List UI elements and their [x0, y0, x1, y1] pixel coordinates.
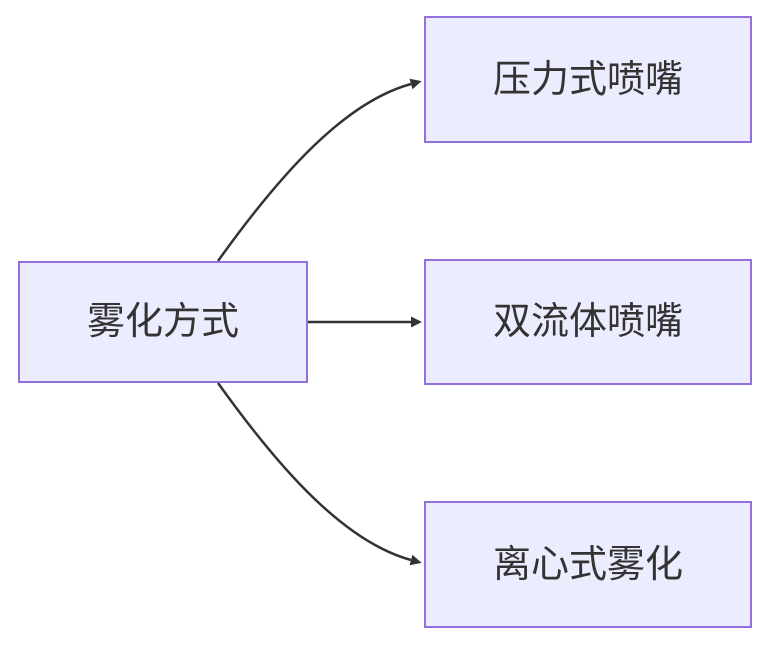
node-label: 离心式雾化 — [492, 543, 683, 586]
node-label: 双流体喷嘴 — [492, 301, 683, 343]
edge-root-to-pressure-nozzle — [216, 78, 422, 262]
node-two-fluid-nozzle: 双流体喷嘴 — [424, 259, 752, 385]
node-centrifugal-atomization: 离心式雾化 — [424, 501, 752, 628]
edge-root-to-centrifugal-atomization — [216, 382, 422, 566]
node-atomization-method: 雾化方式 — [18, 261, 308, 383]
node-pressure-nozzle: 压力式喷嘴 — [424, 16, 752, 143]
node-label: 压力式喷嘴 — [492, 58, 683, 101]
node-label: 雾化方式 — [86, 301, 239, 343]
